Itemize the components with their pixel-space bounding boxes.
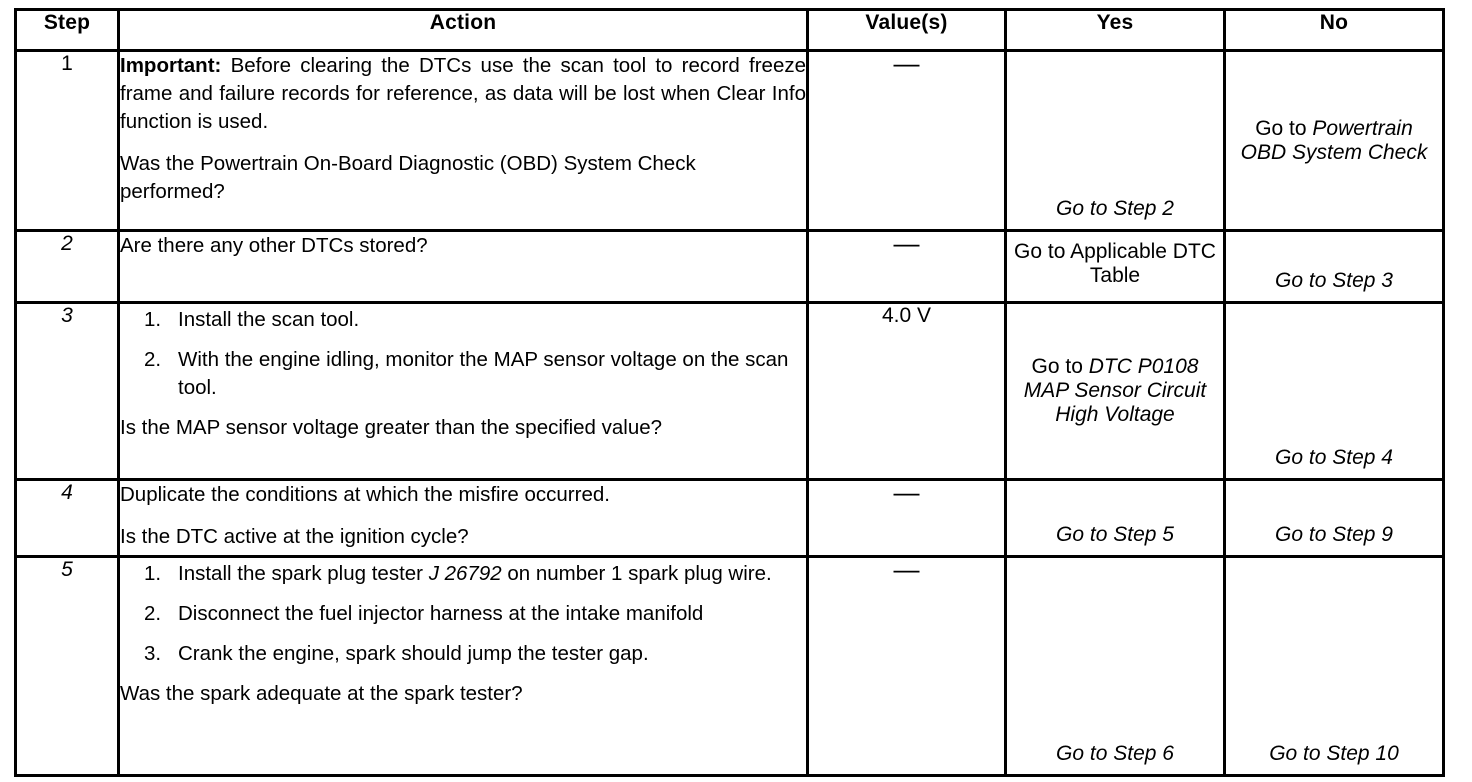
action-statement: Duplicate the conditions at which the mi… xyxy=(120,483,610,506)
no-cell: Go to Powertrain OBD System Check xyxy=(1223,49,1445,232)
column-header-yes: Yes xyxy=(1004,8,1226,52)
yes-cell: Go to Step 6 xyxy=(1004,555,1226,777)
column-header-no: No xyxy=(1223,8,1445,52)
column-header-action: Action xyxy=(117,8,809,52)
value-text: — xyxy=(893,228,920,258)
yes-cell: Go to DTC P0108 MAP Sensor Circuit High … xyxy=(1004,301,1226,481)
list-item-pre: Disconnect the fuel injector harness at … xyxy=(178,601,704,625)
column-header-step: Step xyxy=(14,8,120,52)
action-substep-list: Install the spark plug tester J 26792 on… xyxy=(120,560,806,668)
yes-target: Go to Step 2 xyxy=(1056,197,1174,220)
no-branch: Go to Step 9 xyxy=(1232,523,1436,547)
action-cell: Install the spark plug tester J 26792 on… xyxy=(117,555,809,777)
action-question: Was the Powertrain On-Board Diagnostic (… xyxy=(120,151,696,203)
value-cell: — xyxy=(806,554,1007,777)
yes-target: Go to Step 5 xyxy=(1056,523,1174,546)
step-number: 2 xyxy=(14,229,120,304)
no-target: Go to Step 9 xyxy=(1275,523,1393,546)
action-cell: Are there any other DTCs stored? xyxy=(117,229,809,304)
value-cell: — xyxy=(806,477,1007,558)
yes-branch: Go to Step 6 xyxy=(1013,742,1217,766)
step-number: 4 xyxy=(14,478,120,558)
important-text: Before clearing the DTCs use the scan to… xyxy=(120,54,806,133)
no-cell: Go to Step 4 xyxy=(1223,301,1445,481)
no-target: Go to Step 10 xyxy=(1269,742,1399,765)
action-cell: Install the scan tool. With the engine i… xyxy=(117,301,809,481)
value-text: — xyxy=(893,48,920,78)
yes-cell: Go to Step 2 xyxy=(1004,49,1226,232)
action-cell: Important: Before clearing the DTCs use … xyxy=(117,49,809,232)
action-question: Was the spark adequate at the spark test… xyxy=(120,681,523,705)
yes-branch: Go to Applicable DTC Table xyxy=(1013,240,1217,288)
step-number: 5 xyxy=(14,555,120,777)
yes-cell: Go to Step 5 xyxy=(1004,478,1226,558)
list-item: Crank the engine, spark should jump the … xyxy=(120,640,806,668)
list-item: With the engine idling, monitor the MAP … xyxy=(144,346,789,399)
table-header-row: Step Action Value(s) Yes No xyxy=(14,8,1445,52)
no-target: Go to Step 3 xyxy=(1275,269,1393,292)
action-question: Are there any other DTCs stored? xyxy=(120,234,428,257)
value-cell: — xyxy=(806,48,1007,232)
yes-target: Go to Step 6 xyxy=(1056,742,1174,765)
yes-cell: Go to Applicable DTC Table xyxy=(1004,229,1226,304)
value-text: — xyxy=(893,477,920,507)
no-branch: Go to Step 3 xyxy=(1232,269,1436,293)
value-text: — xyxy=(893,554,920,584)
list-item-pre: Install the spark plug tester xyxy=(178,562,429,585)
no-cell: Go to Step 9 xyxy=(1223,478,1445,558)
step-number: 1 xyxy=(14,49,120,232)
yes-prefix: Go to xyxy=(1031,355,1089,378)
no-prefix: Go to xyxy=(1255,116,1313,140)
action-substep-list: Install the scan tool. With the engine i… xyxy=(120,306,806,402)
no-cell: Go to Step 10 xyxy=(1223,555,1445,777)
value-cell: 4.0 V xyxy=(806,301,1007,481)
action-question: Is the MAP sensor voltage greater than t… xyxy=(120,415,663,439)
yes-branch: Go to Step 2 xyxy=(1013,197,1217,221)
value-cell: — xyxy=(806,228,1007,304)
important-label: Important: xyxy=(120,54,222,77)
diagnostic-table: Step Action Value(s) Yes No 1 Important:… xyxy=(14,8,1445,777)
no-branch: Go to Step 4 xyxy=(1232,446,1436,470)
list-item-pre: Crank the engine, spark should jump the … xyxy=(178,641,649,665)
column-header-values: Value(s) xyxy=(806,8,1007,52)
yes-target: Go to Applicable DTC Table xyxy=(1014,240,1216,287)
table-row: 4 Duplicate the conditions at which the … xyxy=(14,477,1445,558)
value-text: 4.0 V xyxy=(881,304,932,327)
list-item: Install the scan tool. xyxy=(144,306,360,334)
table-row: 5 Install the spark plug tester J 26792 … xyxy=(14,554,1445,777)
tool-number: J 26792 xyxy=(428,562,502,585)
no-cell: Go to Step 3 xyxy=(1223,229,1445,304)
no-target: Powertrain OBD System Check xyxy=(1240,116,1428,164)
yes-branch: Go to DTC P0108 MAP Sensor Circuit High … xyxy=(1013,355,1217,427)
action-question: Is the DTC active at the ignition cycle? xyxy=(120,524,469,548)
yes-branch: Go to Step 5 xyxy=(1013,523,1217,547)
table-row: 3 Install the scan tool. With the engine… xyxy=(14,301,1445,481)
no-branch: Go to Step 10 xyxy=(1232,742,1436,766)
table-row: 1 Important: Before clearing the DTCs us… xyxy=(14,48,1445,232)
action-cell: Duplicate the conditions at which the mi… xyxy=(117,478,809,558)
action-important-paragraph: Important: Before clearing the DTCs use … xyxy=(120,52,806,136)
list-item: Install the spark plug tester J 26792 on… xyxy=(120,560,806,588)
no-target: Go to Step 4 xyxy=(1275,446,1393,469)
list-item: Disconnect the fuel injector harness at … xyxy=(120,600,806,628)
table-row: 2 Are there any other DTCs stored? — Go … xyxy=(14,228,1445,304)
no-branch: Go to Powertrain OBD System Check xyxy=(1232,117,1436,165)
step-number: 3 xyxy=(14,301,120,481)
yes-target: DTC P0108 MAP Sensor Circuit High Voltag… xyxy=(1023,355,1207,426)
list-item-post: on number 1 spark plug wire. xyxy=(501,562,772,585)
